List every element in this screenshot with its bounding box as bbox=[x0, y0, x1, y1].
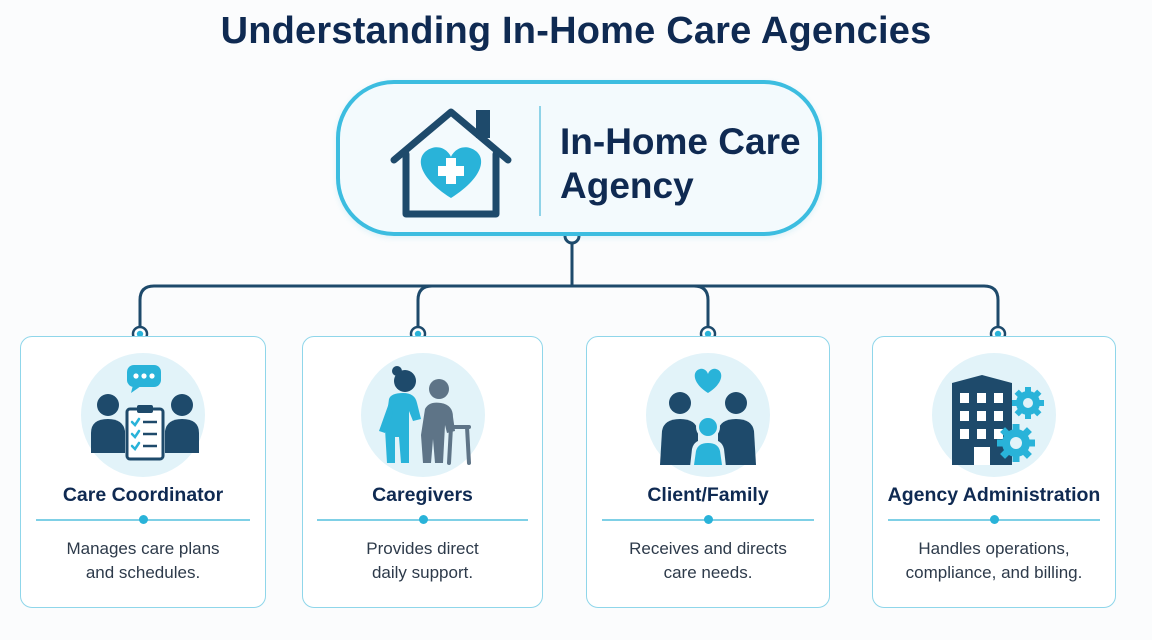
role-title: Client/Family bbox=[647, 484, 769, 506]
role-description: Receives and directs care needs. bbox=[601, 537, 815, 585]
role-description: Manages care plans and schedules. bbox=[35, 537, 251, 585]
role-description-line2: daily support. bbox=[371, 563, 474, 582]
center-divider bbox=[539, 106, 541, 216]
role-description-line2: care needs. bbox=[663, 563, 753, 582]
role-description-line1: Manages care plans bbox=[66, 539, 220, 558]
role-title: Care Coordinator bbox=[62, 484, 224, 506]
role-description: Provides direct daily support. bbox=[317, 537, 528, 585]
role-description-line2: and schedules. bbox=[85, 563, 201, 582]
title-rule-dot bbox=[418, 515, 428, 524]
role-description: Handles operations, compliance, and bill… bbox=[887, 537, 1101, 585]
page-title: Understanding In-Home Care Agencies bbox=[220, 10, 932, 52]
house-heart-icon bbox=[390, 108, 512, 218]
family-heart-icon bbox=[646, 353, 770, 477]
building-gears-icon bbox=[932, 353, 1056, 477]
agency-label-line2: Agency bbox=[560, 165, 694, 206]
role-card-agency-administration: Agency Administration Handles operations… bbox=[872, 336, 1116, 608]
title-rule-dot bbox=[990, 515, 999, 524]
role-title: Agency Administration bbox=[887, 484, 1101, 506]
role-card-care-coordinator: Care Coordinator Manages care plans and … bbox=[20, 336, 266, 608]
caregiver-walker-icon bbox=[360, 353, 485, 477]
agency-label-line1: In-Home Care bbox=[560, 121, 801, 162]
title-rule-dot bbox=[139, 515, 148, 524]
coordinator-meeting-icon bbox=[81, 353, 205, 477]
role-description-line1: Handles operations, bbox=[918, 539, 1070, 558]
role-description-line1: Receives and directs bbox=[629, 539, 787, 558]
role-title: Caregivers bbox=[372, 484, 473, 506]
agency-card: In-Home Care Agency bbox=[336, 80, 822, 236]
role-description-line1: Provides direct bbox=[366, 539, 479, 558]
agency-label: In-Home Care Agency bbox=[560, 120, 810, 208]
role-card-client-family: Client/Family Receives and directs care … bbox=[586, 336, 830, 608]
title-rule-dot bbox=[704, 515, 713, 524]
role-description-line2: compliance, and billing. bbox=[905, 563, 1083, 582]
role-card-caregivers: Caregivers Provides direct daily support… bbox=[302, 336, 543, 608]
